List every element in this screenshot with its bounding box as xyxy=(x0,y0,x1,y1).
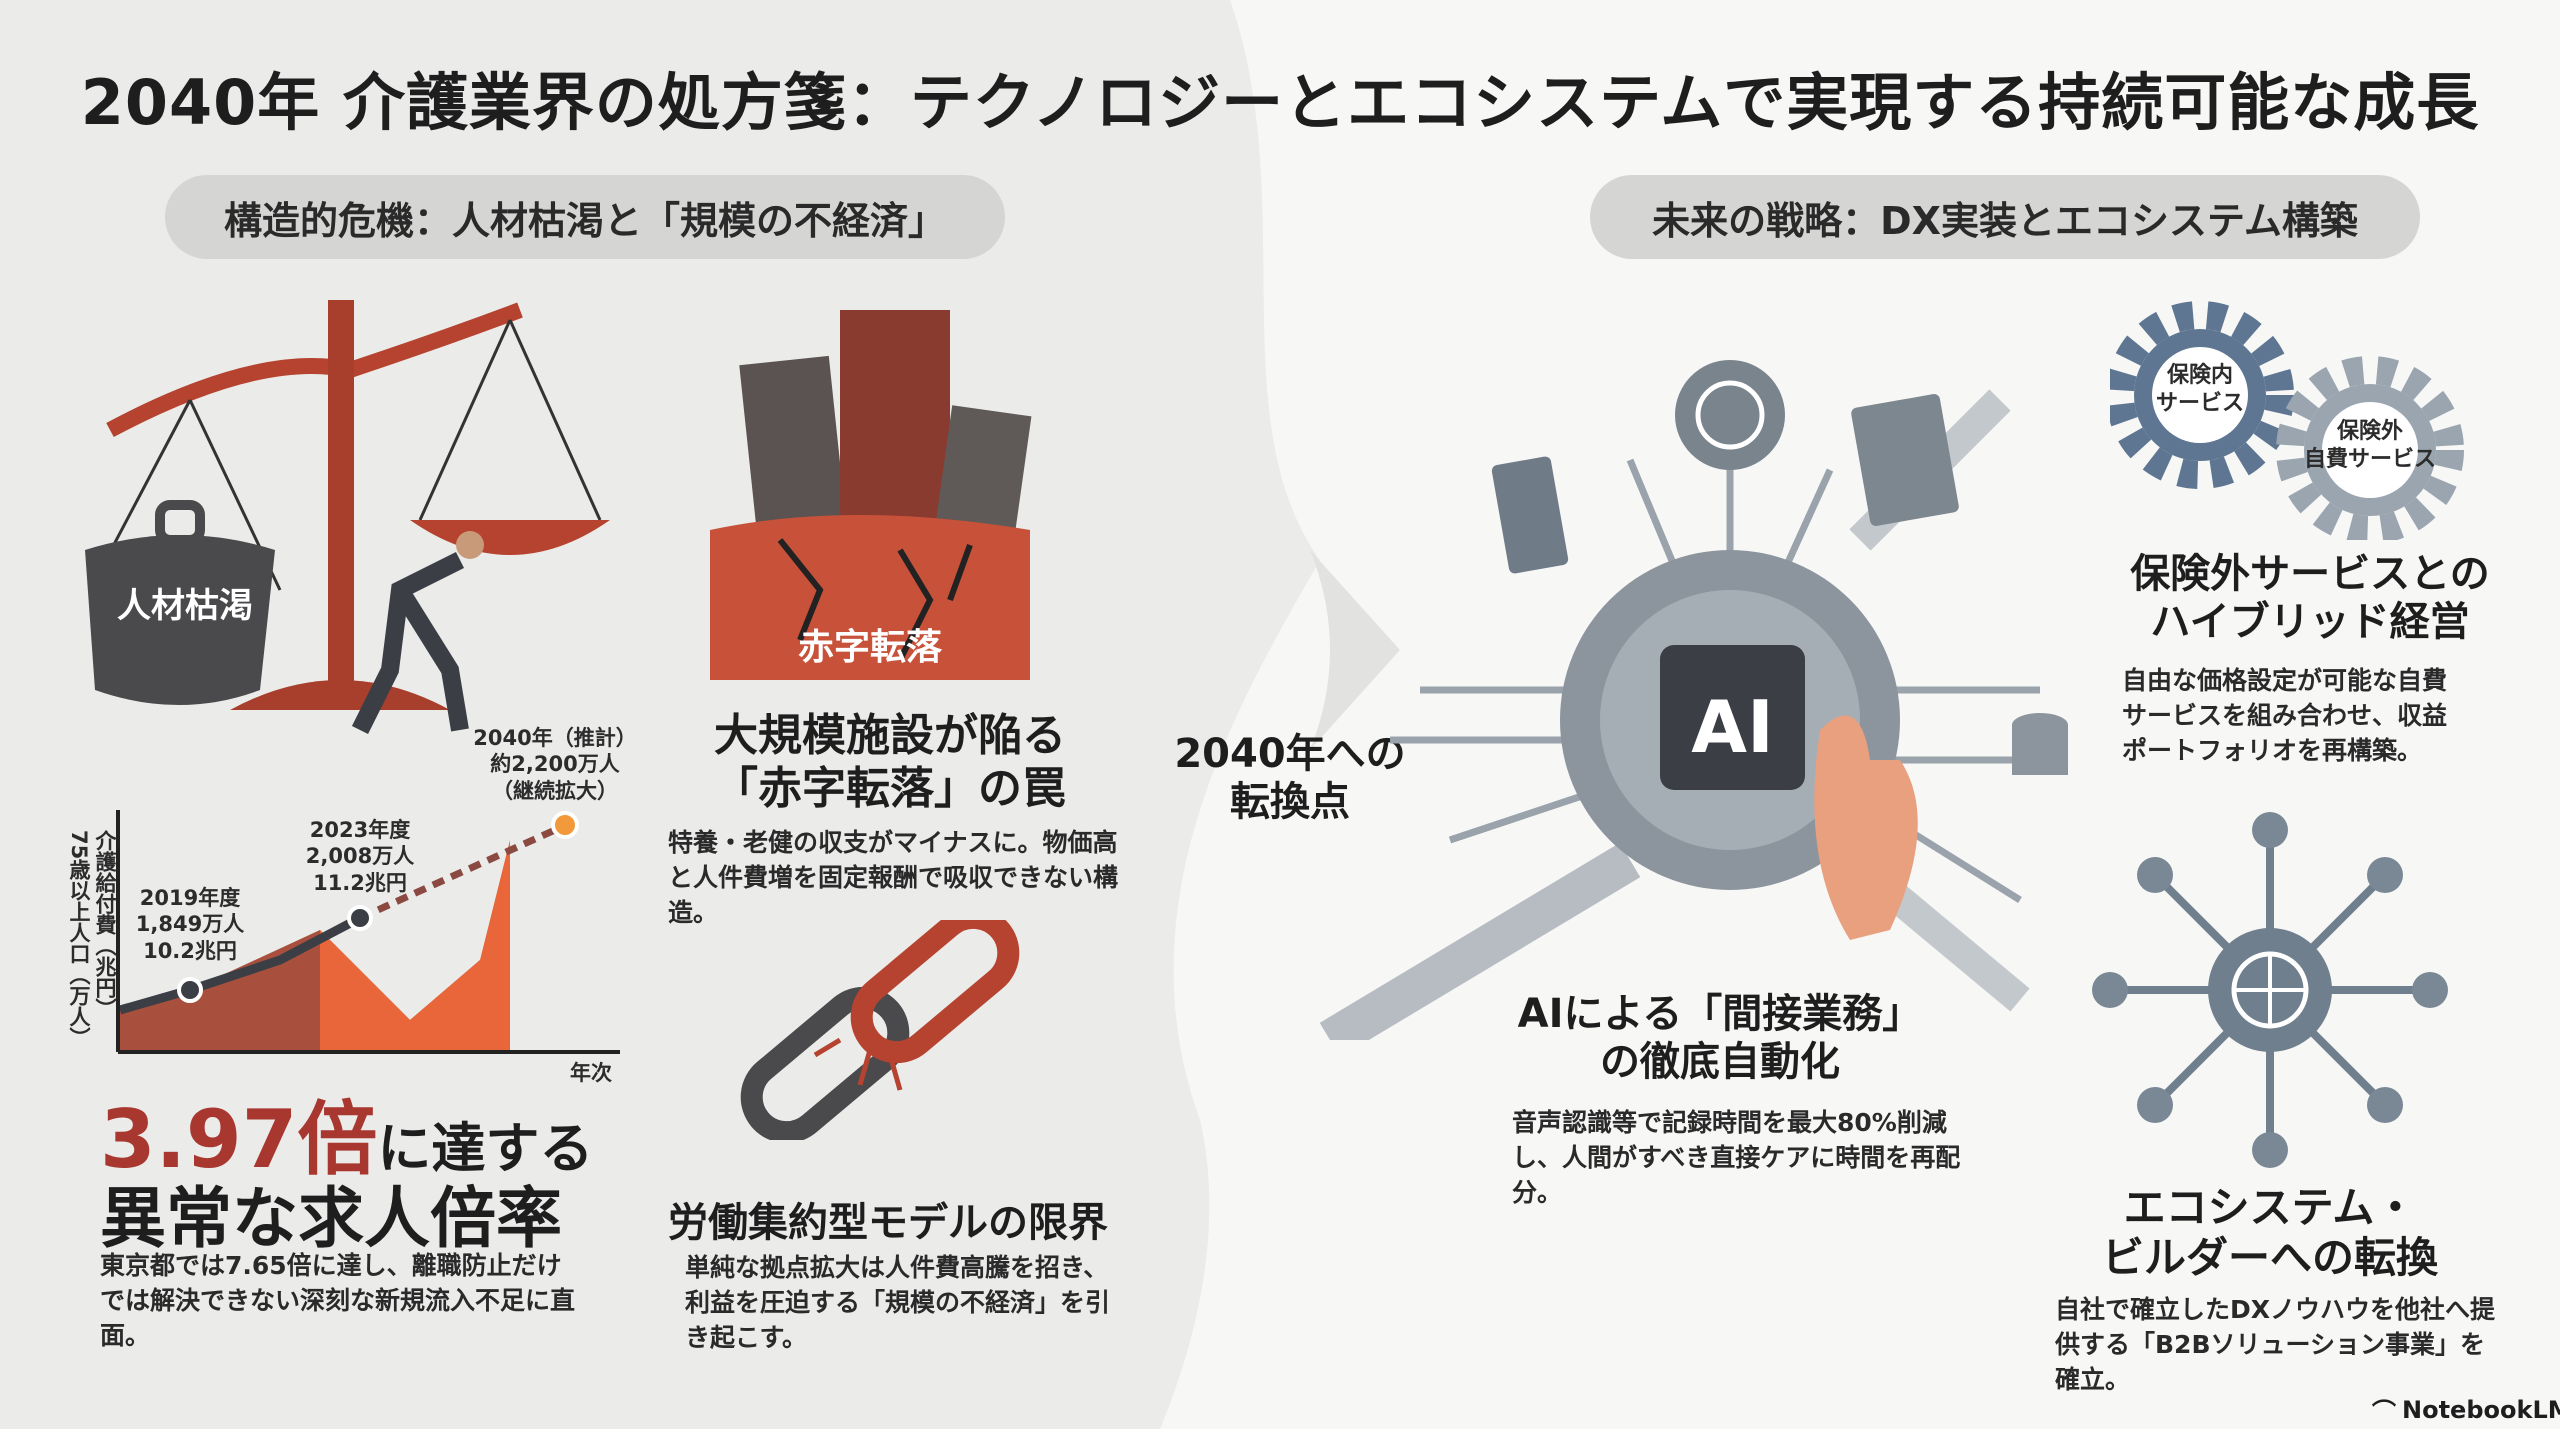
point-2040 xyxy=(551,811,579,839)
turning-point-label: 2040年への転換点 xyxy=(1174,731,1406,825)
gears-icon xyxy=(2110,301,2464,540)
point-2023 xyxy=(347,905,373,931)
chart-area-forecast xyxy=(320,840,510,1050)
arrow-right-icon xyxy=(1310,550,1400,750)
deficit-description: 特養・老健の収支がマイナスに。物価高と人件費増を固定報酬で吸収できない構造。 xyxy=(668,828,1119,927)
chart-line xyxy=(118,914,363,1015)
ai-chip-label: AI xyxy=(1691,685,1774,769)
gear-self-pay-service-label: 保険外自費サービス xyxy=(2303,419,2436,472)
job-ratio-subheading: 異常な求人倍率 xyxy=(100,1180,562,1257)
labor-model-heading: 労働集約型モデルの限界 xyxy=(668,1200,1108,1246)
ecosystem-description: 自社で確立したDXノウハウを他社へ提供する「B2Bソリューション事業」を確立。 xyxy=(2055,1295,2496,1394)
broken-chain-icon xyxy=(740,920,1020,1140)
deficit-heading: 大規模施設が陥る「赤字転落」の罠 xyxy=(714,710,1066,814)
right-section-pill: 未来の戦略：DX実装とエコシステム構築 xyxy=(1590,175,2420,259)
ecosystem-network-icon xyxy=(2092,812,2448,1168)
job-ratio-heading: 3.97倍に達する xyxy=(100,1093,594,1186)
forecast-dashed-line xyxy=(358,826,557,922)
elderly-population-chart xyxy=(116,810,620,1054)
labor-model-description: 単純な拠点拡大は人件費高騰を招き、利益を圧迫する「規模の不経済」を引き起こす。 xyxy=(685,1253,1111,1352)
data-label-2040: 2040年（推計）約2,200万人（継続拡大） xyxy=(473,726,637,803)
point-2019 xyxy=(177,977,203,1003)
ai-circuit-illustration xyxy=(1319,360,2068,1040)
hybrid-heading: 保険外サービスとのハイブリッド経営 xyxy=(2130,551,2490,645)
page-title: 2040年 介護業界の処方箋：テクノロジーとエコシステムで実現する持続可能な成長 xyxy=(80,66,2480,139)
notebooklm-logo-icon: ⌒ xyxy=(2372,1398,2396,1426)
deficit-label: 赤字転落 xyxy=(797,627,942,668)
scale-weight-label: 人材枯渇 xyxy=(117,586,253,626)
job-ratio-description: 東京都では7.65倍に達し、離職防止だけでは解決できない深刻な新規流入不足に直面… xyxy=(100,1251,576,1350)
balance-scale-icon xyxy=(85,300,610,735)
left-section-pill: 構造的危機：人材枯渇と「規模の不経済」 xyxy=(165,175,1005,259)
collapsing-buildings-icon xyxy=(710,310,1032,680)
ecosystem-heading: エコシステム・ビルダーへの転換 xyxy=(2101,1183,2438,1283)
chart-xlabel: 年次 xyxy=(570,1061,612,1085)
chart-ylabel-cost: 介護給付費（兆円） xyxy=(93,830,117,1019)
hybrid-description: 自由な価格設定が可能な自費サービスを組み合わせ、収益ポートフォリオを再構築。 xyxy=(2122,666,2448,765)
notebooklm-brand: ⌒NotebookLM xyxy=(2372,1392,2560,1427)
gear-insured-service-label: 保険内サービス xyxy=(2155,363,2244,416)
ai-automation-description: 音声認識等で記録時間を最大80%削減し、人間がすべき直接ケアに時間を再配分。 xyxy=(1512,1108,1961,1207)
chart-ylabel-population: 75歳以上人口（万人） xyxy=(67,830,91,1049)
ai-automation-heading: AIによる「間接業務」の徹底自動化 xyxy=(1517,991,1923,1085)
